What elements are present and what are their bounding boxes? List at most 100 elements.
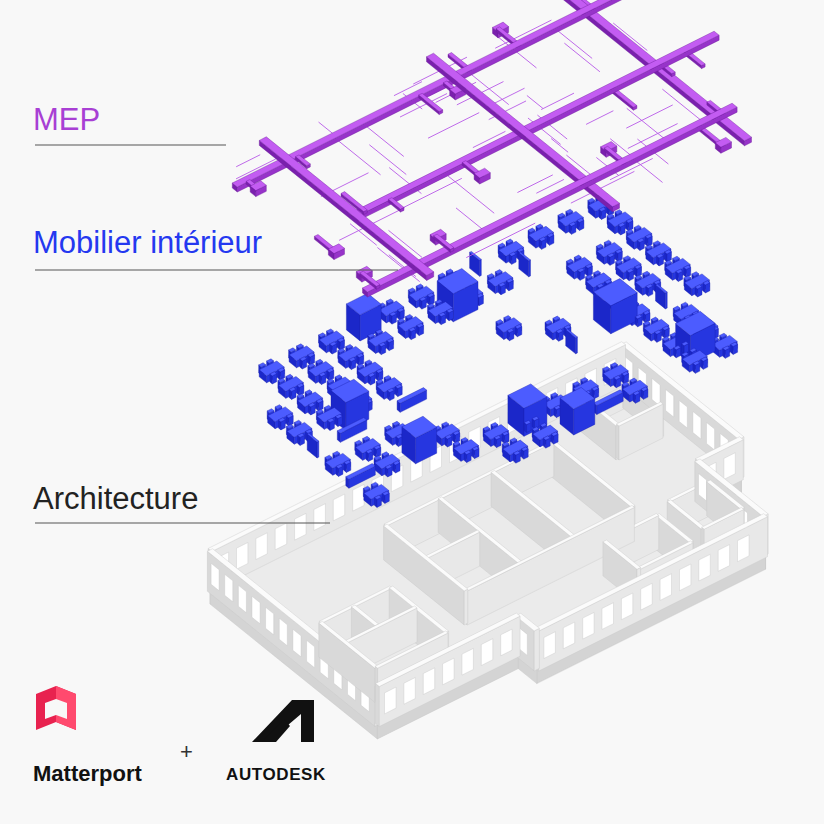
window [707, 423, 715, 451]
wall [376, 684, 380, 727]
furniture-item [646, 284, 653, 288]
furniture-item [723, 346, 730, 350]
furniture-item [608, 253, 615, 257]
furniture-item [346, 464, 376, 480]
furniture-item [673, 306, 680, 310]
furniture-item [513, 451, 520, 455]
furniture-item [637, 238, 644, 242]
furniture-item [653, 241, 660, 245]
furniture-item [355, 440, 362, 444]
furniture-item [551, 432, 558, 436]
furniture-item [376, 369, 383, 373]
duct [474, 168, 490, 178]
wall [702, 507, 744, 529]
furniture-item [504, 316, 511, 320]
pipe [626, 105, 672, 128]
wall [207, 551, 374, 726]
furniture-item [491, 422, 498, 426]
furniture-item [375, 495, 382, 499]
window [724, 453, 735, 480]
window [718, 545, 729, 572]
furniture-item [588, 198, 595, 202]
window [544, 632, 556, 659]
duct [250, 181, 266, 191]
furniture-item [445, 435, 452, 439]
furniture-item [524, 420, 531, 424]
furniture-item [335, 414, 342, 418]
furniture-item [641, 387, 648, 391]
furniture-item [673, 256, 680, 260]
furniture-item [566, 329, 578, 338]
furniture-item [438, 273, 445, 277]
duct [259, 140, 426, 280]
window [225, 574, 233, 602]
furniture-item [328, 418, 335, 422]
furniture-item [529, 260, 531, 277]
furniture-item [344, 460, 351, 464]
exploded-building [207, 0, 768, 739]
wall [539, 517, 768, 671]
furniture-item [324, 405, 331, 409]
duct [715, 137, 731, 147]
pipe [527, 95, 543, 108]
furniture-item [286, 424, 293, 428]
window [679, 401, 687, 429]
furniture-item [363, 486, 370, 490]
furniture-item [532, 416, 539, 420]
furniture-item [573, 382, 580, 386]
furniture-item [439, 312, 446, 316]
furniture-item [289, 387, 296, 391]
furniture-item [387, 388, 394, 392]
furniture-item [731, 342, 738, 346]
furniture-item [626, 229, 633, 233]
furniture-item [720, 333, 727, 337]
window [404, 678, 415, 705]
brand-name: Matterport [33, 762, 142, 786]
furniture-item [618, 223, 625, 227]
brand-name: AUTODESK [226, 766, 326, 785]
furniture-item [461, 437, 468, 441]
duct [358, 35, 719, 220]
window [275, 523, 287, 550]
window [238, 585, 246, 613]
window [237, 543, 248, 570]
furniture-item [645, 234, 652, 238]
furniture-item [259, 363, 266, 367]
furniture-item [517, 248, 524, 252]
furniture-item [509, 252, 516, 256]
furniture-item [643, 271, 650, 275]
furniture-item [382, 491, 389, 495]
duct [434, 234, 454, 249]
matterport-logo [36, 686, 76, 730]
furniture-item [566, 209, 573, 213]
furniture-item [604, 240, 611, 244]
window [333, 494, 344, 521]
furniture-item [614, 376, 621, 380]
furniture-item [643, 321, 650, 325]
furniture-item [502, 442, 509, 446]
furniture-item [297, 383, 304, 387]
window [462, 648, 473, 675]
furniture-item [676, 269, 683, 273]
furniture-item [627, 269, 634, 273]
furniture-item [574, 255, 581, 259]
furniture-item [453, 441, 460, 445]
pipe [517, 175, 552, 193]
furniture-item [564, 325, 571, 329]
furniture-item [547, 233, 554, 237]
furniture-item [385, 465, 392, 469]
furniture-item [386, 299, 393, 303]
furniture-item [603, 367, 610, 371]
furniture-item [298, 433, 305, 437]
window [563, 622, 574, 649]
furniture-item [553, 316, 560, 320]
furniture-item [495, 270, 502, 274]
wall [464, 589, 468, 625]
furniture-item [558, 213, 565, 217]
furniture-item [374, 445, 381, 449]
furniture-item [379, 342, 386, 346]
furniture-item [681, 302, 688, 306]
furniture-item [300, 357, 307, 361]
mep-layer [232, 0, 751, 297]
layer-label: Architecture [33, 482, 198, 516]
